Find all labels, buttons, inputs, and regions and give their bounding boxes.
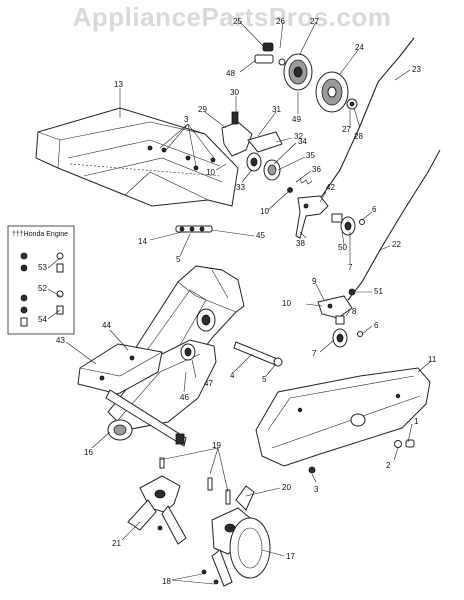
callout-13: 13	[114, 80, 123, 89]
inset-label-54: 54	[38, 315, 47, 324]
inset-title: †††Honda Engine	[12, 231, 68, 238]
callout-43: 43	[56, 336, 65, 345]
callout-21: 21	[112, 539, 121, 548]
pulley-washer[interactable]	[346, 98, 358, 110]
bolt-6-upper[interactable]	[359, 219, 365, 225]
callout-29: 29	[198, 105, 207, 114]
tine-pins[interactable]	[157, 525, 219, 585]
callout-1: 1	[414, 417, 419, 426]
bolt-6-lower[interactable]	[357, 331, 363, 337]
outer-tine-assembly[interactable]	[211, 485, 255, 587]
reverse-control-cable[interactable]	[347, 149, 441, 301]
callouts: 25 26 27 24 48 49 23 27 28 13 30 29 31 3…	[56, 17, 437, 586]
transmission-pulley[interactable]	[315, 71, 349, 113]
callout-16: 16	[84, 448, 93, 457]
transmission-gear[interactable]	[107, 419, 133, 441]
callout-27: 27	[310, 17, 319, 26]
callout-11: 11	[428, 355, 437, 364]
callout-48: 48	[226, 69, 235, 78]
callout-33: 33	[236, 183, 245, 192]
callout-7b: 7	[312, 349, 317, 358]
axle-shaft[interactable]	[233, 341, 283, 367]
callout-38: 38	[296, 239, 305, 248]
spring-51[interactable]	[348, 288, 356, 296]
belt-cover[interactable]	[255, 367, 431, 467]
callout-2: 2	[386, 461, 391, 470]
callout-50: 50	[338, 243, 347, 252]
callout-14: 14	[138, 237, 147, 246]
callout-10: 10	[206, 168, 215, 177]
inset-label-52: 52	[38, 284, 47, 293]
tine-shaft[interactable]	[105, 389, 187, 447]
callout-44: 44	[102, 321, 111, 330]
callout-5: 5	[176, 255, 181, 264]
idler-bracket[interactable]	[221, 111, 283, 157]
callout-19: 19	[212, 441, 221, 450]
reverse-idler-pulley[interactable]	[331, 213, 356, 236]
callout-26: 26	[276, 17, 285, 26]
callout-7: 7	[348, 263, 353, 272]
callout-46: 46	[180, 393, 189, 402]
callout-3b: 3	[314, 485, 319, 494]
callout-9: 9	[312, 277, 317, 286]
engine-mount-plate[interactable]	[77, 343, 163, 395]
engine-pulley[interactable]	[283, 53, 313, 91]
watermark-text: AppliancePartsPros.com	[73, 2, 392, 32]
callout-27b: 27	[342, 125, 351, 134]
callout-20: 20	[282, 483, 291, 492]
callout-17: 17	[286, 552, 295, 561]
callout-24: 24	[355, 43, 364, 52]
idler-pulley[interactable]	[246, 152, 281, 181]
callout-35: 35	[306, 151, 315, 160]
callout-25: 25	[233, 17, 242, 26]
callout-30: 30	[230, 88, 239, 97]
pulley-key[interactable]	[254, 42, 286, 66]
belt-shield[interactable]	[35, 107, 239, 207]
leader-lines	[65, 21, 431, 585]
inset-label-53: 53	[38, 263, 47, 272]
callout-10b: 10	[260, 207, 269, 216]
callout-6b: 6	[374, 321, 379, 330]
idler-spring[interactable]	[287, 178, 313, 193]
lower-idler-pulley[interactable]	[332, 315, 348, 348]
callout-36: 36	[312, 165, 321, 174]
inner-tine-assembly[interactable]	[127, 475, 187, 545]
side-shield-disc[interactable]	[229, 517, 271, 579]
lower-idler-bracket[interactable]	[317, 295, 353, 319]
callout-47: 47	[204, 379, 213, 388]
callout-31: 31	[272, 105, 281, 114]
callout-8: 8	[352, 307, 357, 316]
callout-6: 6	[372, 205, 377, 214]
callout-18: 18	[162, 577, 171, 586]
callout-10c: 10	[282, 299, 291, 308]
callout-22: 22	[392, 240, 401, 249]
callout-5b: 5	[262, 375, 267, 384]
tine-bolts[interactable]	[159, 457, 231, 505]
callout-51: 51	[374, 287, 383, 296]
callout-3: 3	[184, 115, 189, 124]
callout-4: 4	[230, 371, 235, 380]
control-arm-bracket[interactable]	[295, 195, 329, 239]
callout-23: 23	[412, 65, 421, 74]
callout-34: 34	[298, 137, 307, 146]
callout-49: 49	[292, 115, 301, 124]
callout-28: 28	[354, 132, 363, 141]
callout-32: 32	[294, 132, 303, 141]
shield-mount-hardware[interactable]	[175, 225, 213, 233]
callout-45: 45	[256, 231, 265, 240]
forward-control-cable[interactable]	[321, 37, 415, 197]
callout-42: 42	[326, 183, 335, 192]
honda-engine-inset: †††Honda Engine 53 52 54	[7, 225, 75, 335]
